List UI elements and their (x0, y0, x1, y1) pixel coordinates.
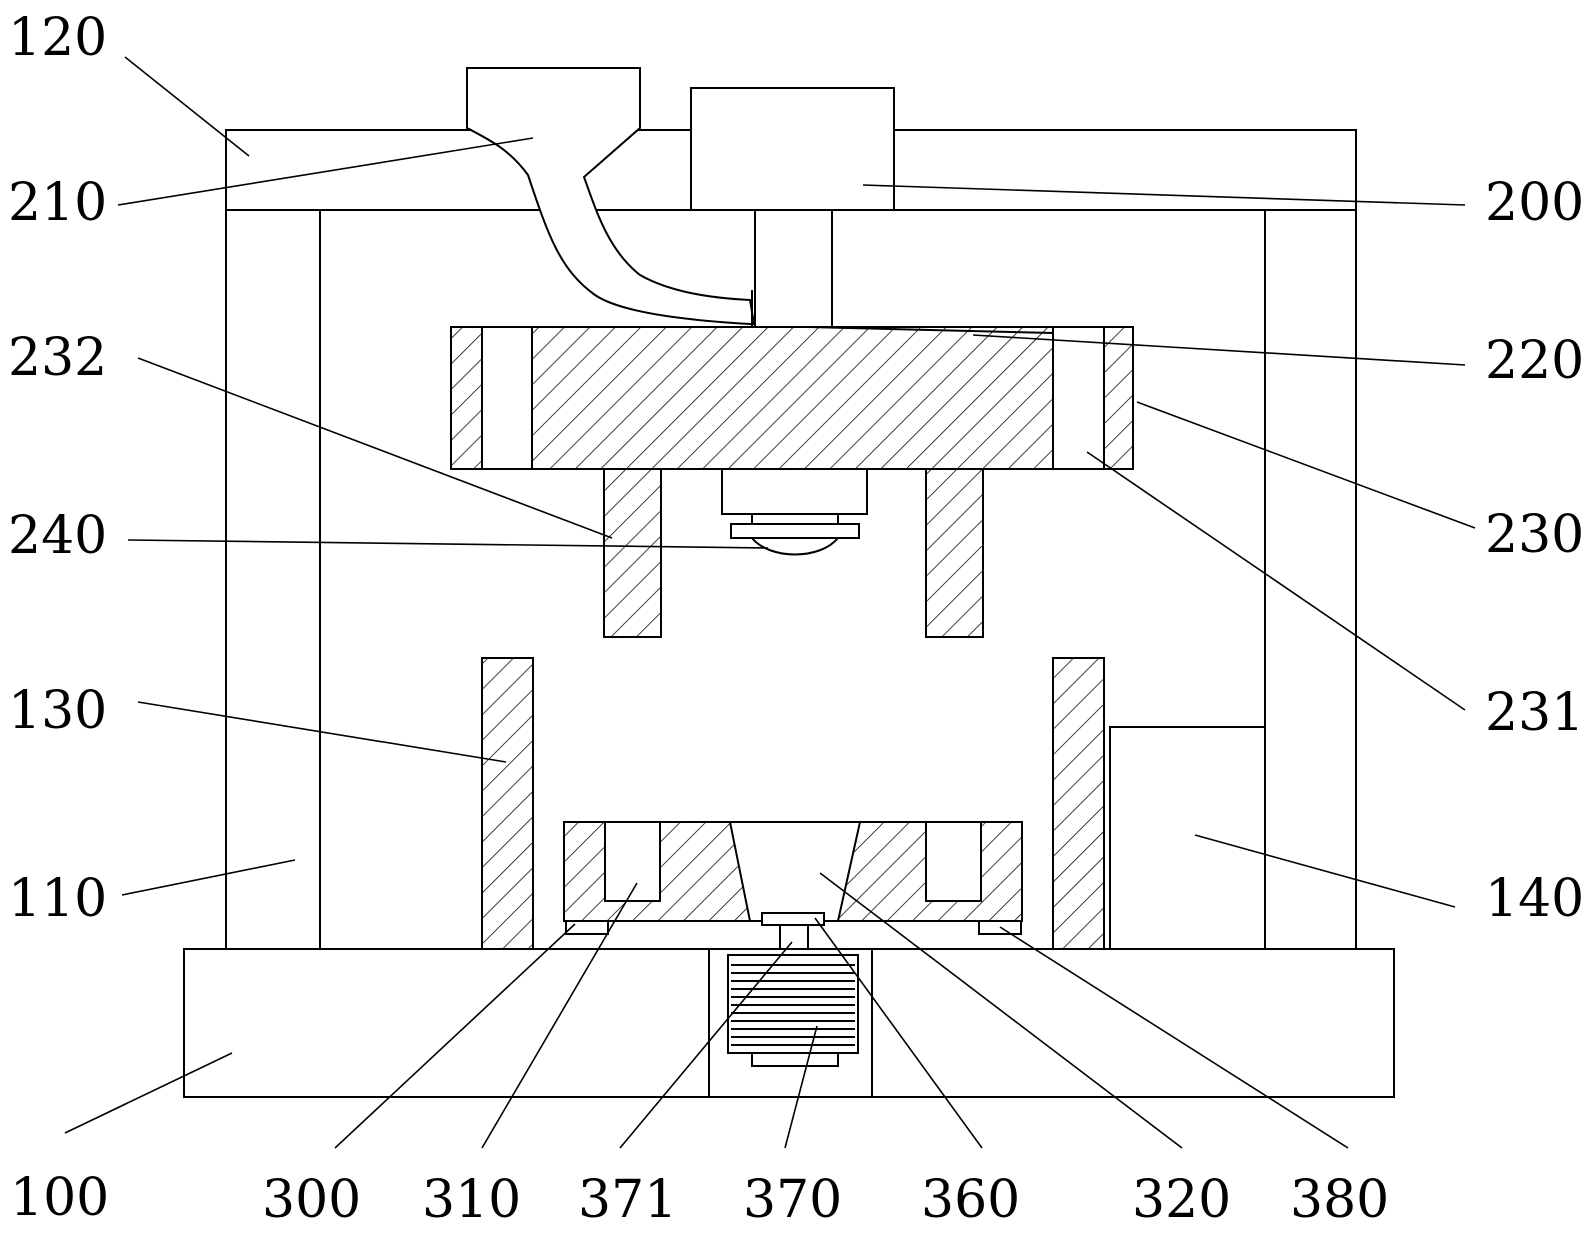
label-370: 370 (743, 1170, 842, 1230)
label-380: 380 (1290, 1170, 1389, 1230)
label-320: 320 (1132, 1170, 1231, 1230)
label-120: 120 (8, 8, 107, 68)
right-guide-hole (1052, 326, 1105, 470)
label-100: 100 (10, 1168, 109, 1228)
feed-hopper (466, 67, 756, 325)
upper-right-guide-post (925, 468, 984, 638)
left-guide-hole (481, 326, 533, 470)
label-200: 200 (1485, 173, 1584, 233)
lower-left-guide-post (481, 657, 534, 950)
label-220: 220 (1485, 331, 1584, 391)
ejector-rod (779, 924, 809, 950)
label-360: 360 (921, 1170, 1020, 1230)
punch-neck (751, 513, 839, 525)
label-240: 240 (8, 506, 107, 566)
upper-mold-plate (450, 326, 1134, 470)
side-block (1109, 726, 1266, 950)
die-left-slot (604, 821, 661, 902)
label-110: 110 (8, 869, 107, 929)
ejector-spring-coils (731, 964, 855, 1046)
label-210: 210 (8, 173, 107, 233)
ejector-pad (761, 912, 825, 926)
ejector-spring-base (751, 1052, 839, 1067)
upper-left-guide-post (603, 468, 662, 638)
label-310: 310 (422, 1170, 521, 1230)
piston-rod (754, 209, 833, 328)
label-300: 300 (262, 1170, 361, 1230)
label-130: 130 (8, 681, 107, 741)
upper-plate-inner-top (807, 326, 1054, 334)
label-140: 140 (1485, 869, 1584, 929)
die-cavity (728, 821, 862, 922)
die-right-slot (925, 821, 982, 902)
punch-tip (749, 537, 841, 556)
right-column (1264, 209, 1357, 950)
punch-body (721, 468, 868, 515)
left-column (225, 209, 321, 950)
label-232: 232 (8, 328, 107, 388)
label-231: 231 (1485, 683, 1584, 743)
leader-lines (64, 56, 1476, 1149)
label-371: 371 (578, 1170, 677, 1230)
die-foot-left (565, 920, 609, 935)
lower-right-guide-post (1052, 657, 1105, 950)
label-230: 230 (1485, 505, 1584, 565)
hydraulic-cylinder (690, 87, 895, 211)
punch-flange (730, 523, 860, 539)
